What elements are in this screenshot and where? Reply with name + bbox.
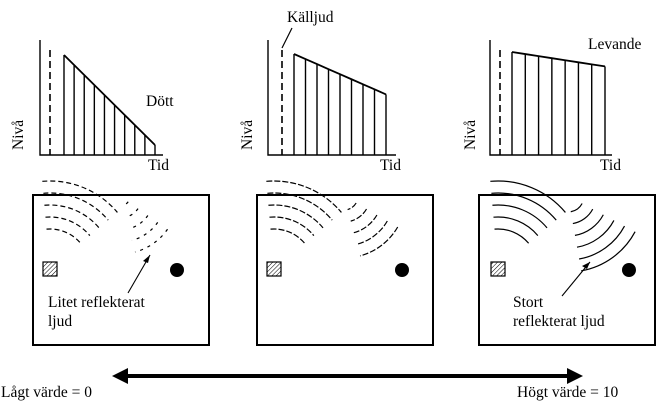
room-box-source	[256, 194, 434, 346]
x-axis-label: Tid	[148, 157, 169, 174]
reflected-wave-arc	[359, 226, 399, 257]
sound-wave-arc	[493, 216, 539, 236]
sound-wave-arc	[492, 204, 548, 229]
reflected-wave-arc	[570, 203, 583, 213]
reflected-wave-arc	[572, 208, 594, 225]
reflected-wave-arc	[579, 225, 626, 260]
scale-high-label: Högt värde = 10	[517, 384, 619, 401]
reflected-wave-arc	[574, 214, 604, 236]
listener-icon	[170, 263, 184, 277]
scale-low-label: Lågt värde = 0	[1, 384, 92, 401]
reflected-wave-arc	[128, 215, 149, 230]
panel-label-live: Levande	[588, 36, 642, 53]
sound-wave-arc	[44, 204, 100, 229]
reflected-wave-arc	[350, 208, 368, 222]
sound-wave-arc	[45, 216, 91, 236]
scale-arrow	[112, 368, 583, 384]
y-axis-label: Nivå	[239, 119, 256, 150]
decay-envelope	[63, 54, 156, 146]
reflected-wave-arc	[122, 201, 129, 207]
reflected-wave-arc	[353, 214, 378, 234]
kalljud-pointer	[281, 27, 293, 49]
sound-wave-arc	[490, 180, 566, 213]
sound-wave-arc	[43, 192, 109, 221]
decay-chart-live	[489, 40, 612, 156]
room-box-live	[478, 194, 656, 346]
sound-wave-arc	[42, 180, 118, 213]
speaker-icon	[42, 261, 58, 277]
reflected-wave-arc	[581, 231, 636, 272]
sound-wave-arc	[491, 192, 557, 221]
sound-wave-arc	[270, 228, 306, 244]
y-axis-label: Nivå	[462, 119, 479, 150]
x-axis-label: Tid	[380, 157, 401, 174]
panel-label-source: Källjud	[287, 9, 334, 26]
reflected-wave-arc	[356, 220, 388, 245]
room-caption-dead-line1: Litet reflekterat	[48, 294, 145, 311]
reflected-wave-arc	[125, 208, 139, 218]
reflected-wave-arc	[576, 220, 615, 248]
listener-icon	[395, 263, 409, 277]
listener-icon	[622, 263, 636, 277]
reflected-wave-arc	[131, 222, 159, 242]
decay-chart-source	[267, 27, 396, 156]
reflected-wave-arc	[347, 202, 357, 211]
room-caption-live-line1: Stort	[513, 294, 544, 311]
sound-wave-arc	[46, 228, 82, 244]
x-axis-label: Tid	[600, 157, 621, 174]
room-caption-dead-line2: ljud	[48, 313, 73, 330]
sound-wave-arc	[267, 192, 333, 221]
reflected-wave-arc	[134, 228, 169, 253]
room-caption-live-line2: reflekterat ljud	[513, 313, 605, 330]
decay-envelope	[511, 51, 606, 68]
decay-envelope	[293, 53, 387, 96]
room-box-dead	[32, 194, 210, 346]
sound-wave-arc	[494, 228, 530, 244]
decay-chart-dead	[39, 40, 163, 156]
sound-wave-arc	[268, 204, 324, 229]
sound-wave-arc	[266, 180, 342, 213]
speaker-icon	[266, 261, 282, 277]
panel-label-dead: Dött	[146, 93, 174, 110]
y-axis-label: Nivå	[10, 119, 27, 150]
sound-wave-arc	[269, 216, 315, 236]
speaker-icon	[490, 261, 506, 277]
